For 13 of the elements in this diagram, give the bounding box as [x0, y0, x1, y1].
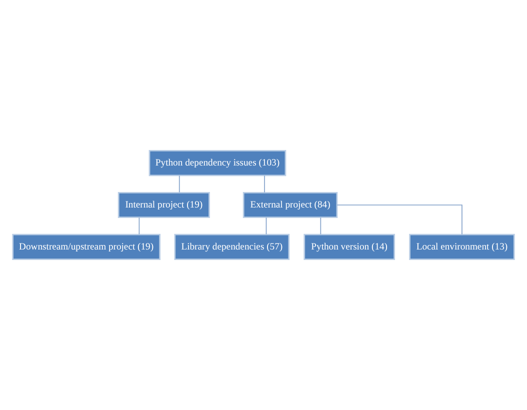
node-box: External project (84)	[242, 192, 338, 218]
node-box: Local environment (13)	[409, 234, 515, 260]
node-box: Python version (14)	[304, 234, 396, 260]
node-box: Downstream/upstream project (19)	[12, 234, 160, 260]
node-box: Internal project (19)	[118, 192, 210, 218]
connector	[178, 175, 180, 193]
connector	[320, 217, 322, 235]
connector	[264, 175, 265, 193]
connector	[336, 204, 462, 235]
connector	[138, 217, 140, 235]
connector	[266, 217, 267, 235]
node-box: Library dependencies (57)	[174, 234, 290, 260]
node-box: Python dependency issues (103)	[148, 150, 286, 176]
